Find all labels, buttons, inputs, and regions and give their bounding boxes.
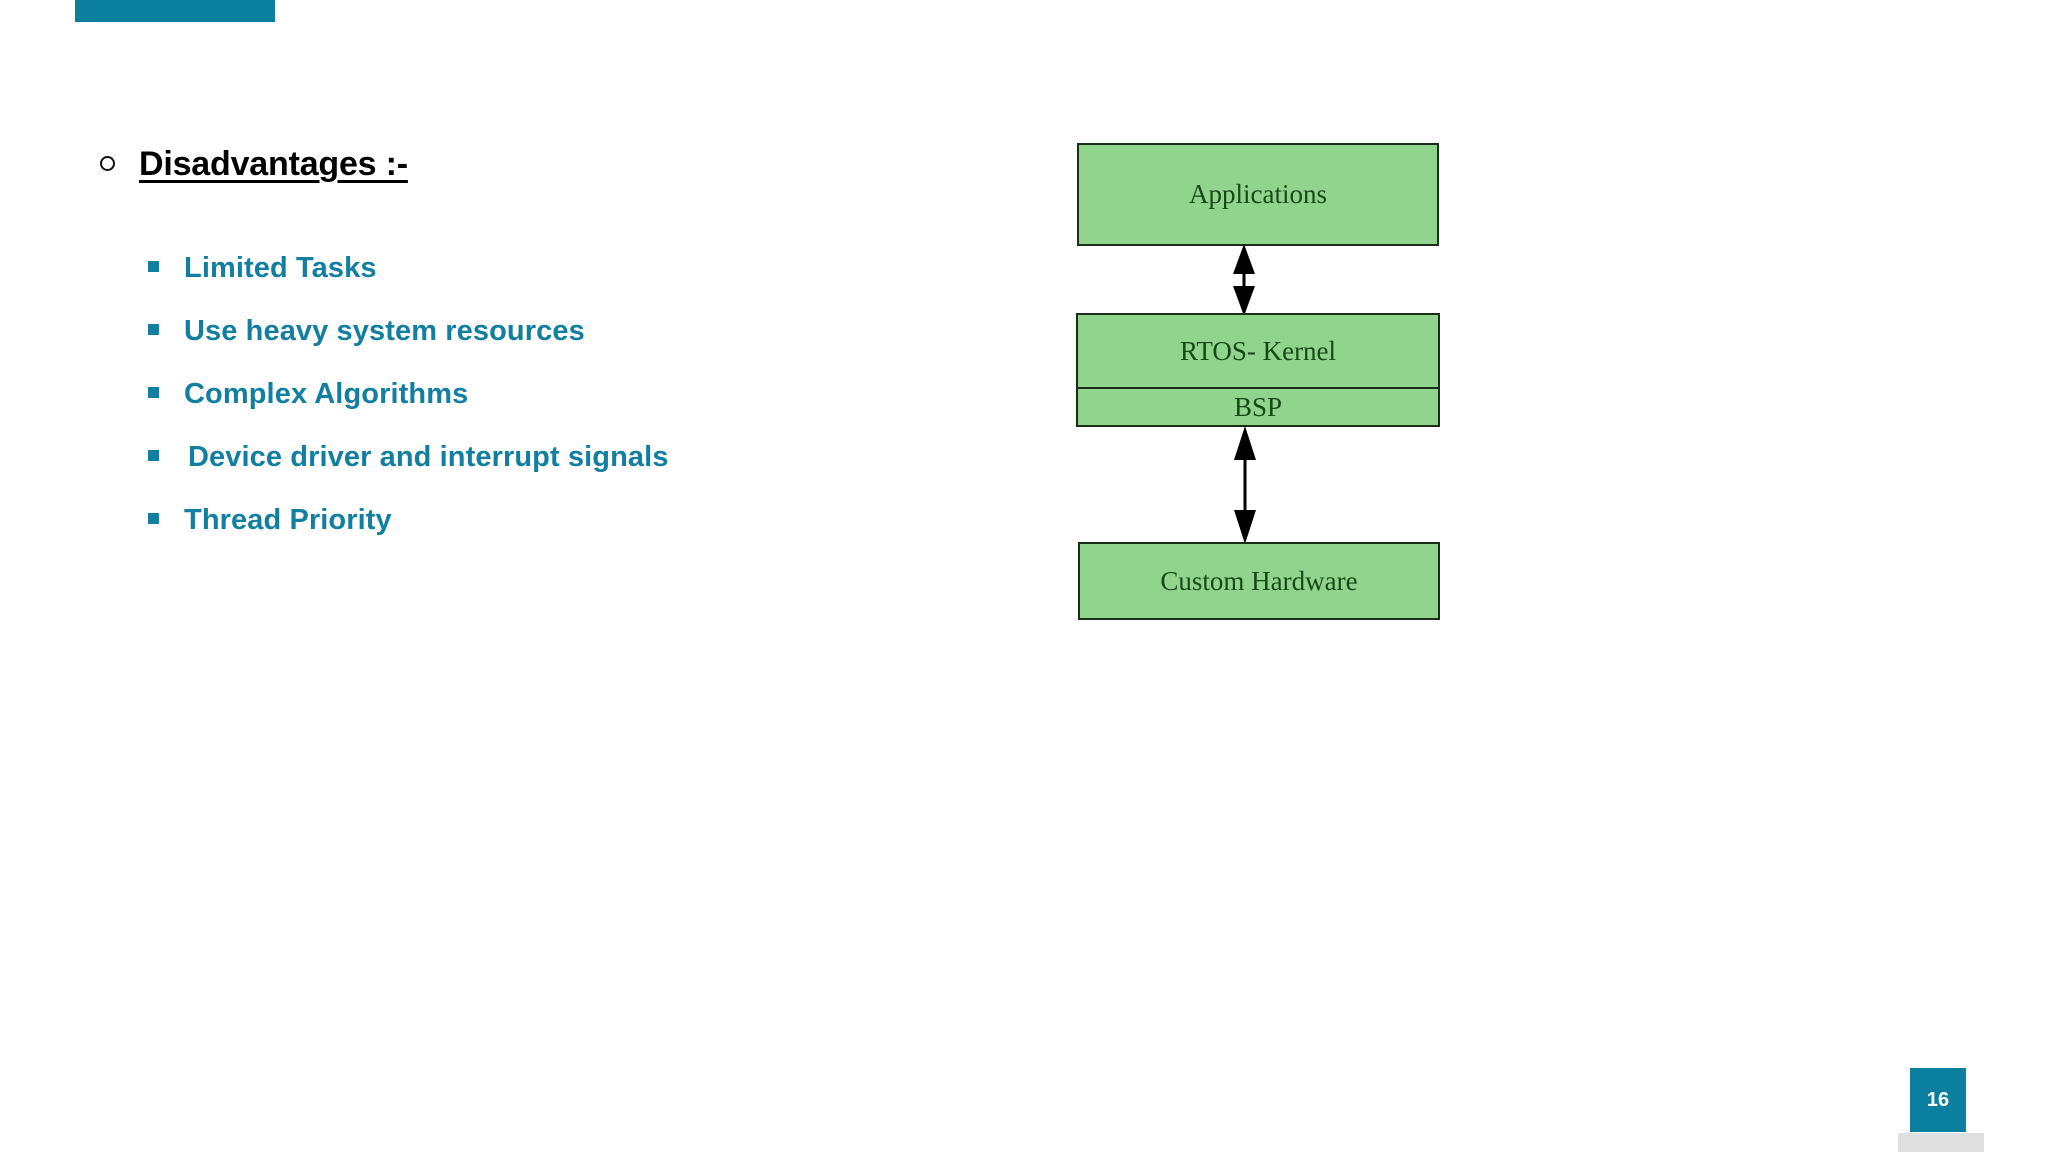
diagram-box-label: RTOS- Kernel bbox=[1179, 335, 1337, 366]
diagram-box-applications: Applications bbox=[1077, 143, 1439, 246]
page-footer-strip bbox=[1898, 1133, 1984, 1152]
heading-row: Disadvantages :- bbox=[100, 145, 408, 184]
square-bullet-icon bbox=[148, 450, 159, 461]
list-item-label: Device driver and interrupt signals bbox=[188, 441, 669, 473]
diagram-box-rtos-kernel: RTOS- Kernel bbox=[1078, 315, 1438, 389]
list-item-label: Thread Priority bbox=[184, 504, 392, 536]
page-number-badge: 16 bbox=[1910, 1068, 1966, 1132]
circle-bullet-icon bbox=[100, 156, 115, 171]
slide-content-left: Disadvantages :- Limited Tasks Use heavy… bbox=[0, 0, 1000, 1152]
list-item: Limited Tasks bbox=[148, 248, 968, 311]
list-item-label: Complex Algorithms bbox=[184, 378, 469, 410]
list-item: Use heavy system resources bbox=[148, 311, 968, 374]
disadvantages-list: Limited Tasks Use heavy system resources… bbox=[148, 248, 968, 563]
diagram-box-label: Custom Hardware bbox=[1160, 565, 1358, 596]
list-item: Thread Priority bbox=[148, 500, 968, 563]
square-bullet-icon bbox=[148, 324, 159, 335]
list-item: Complex Algorithms bbox=[148, 374, 968, 437]
diagram-box-stack: RTOS- Kernel BSP bbox=[1076, 313, 1440, 427]
square-bullet-icon bbox=[148, 387, 159, 398]
diagram-box-bsp: BSP bbox=[1078, 389, 1438, 425]
double-headed-arrow-icon bbox=[1229, 244, 1259, 316]
diagram-box-custom-hardware: Custom Hardware bbox=[1078, 542, 1440, 620]
rtos-architecture-diagram: Applications RTOS- Kernel BSP Custom Har… bbox=[1060, 120, 1480, 650]
top-accent-bar bbox=[75, 0, 275, 22]
square-bullet-icon bbox=[148, 513, 159, 524]
page-title: Disadvantages :- bbox=[139, 145, 408, 183]
diagram-box-label: BSP bbox=[1233, 391, 1283, 422]
list-item-label: Limited Tasks bbox=[184, 252, 377, 284]
diagram-box-label: Applications bbox=[1189, 179, 1327, 209]
list-item-label: Use heavy system resources bbox=[184, 315, 585, 347]
square-bullet-icon bbox=[148, 261, 159, 272]
list-item: Device driver and interrupt signals bbox=[148, 437, 968, 500]
double-headed-arrow-icon bbox=[1230, 426, 1260, 544]
